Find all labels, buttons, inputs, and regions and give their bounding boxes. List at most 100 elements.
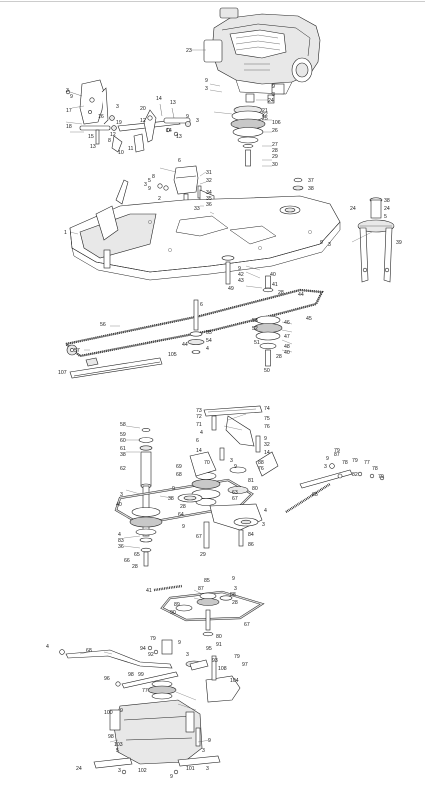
- callout-label: 77: [364, 460, 370, 466]
- callout-label: 85: [204, 578, 210, 584]
- callout-label: 6: [200, 302, 203, 308]
- callout-label: 5: [384, 214, 387, 220]
- idler-pulley-group: [114, 405, 385, 567]
- callout-label: 108: [218, 666, 227, 672]
- callout-label: 9: [208, 738, 211, 744]
- callout-label: 35: [206, 196, 212, 202]
- callout-label: 52: [252, 326, 258, 332]
- callout-label: 36: [206, 202, 212, 208]
- callout-label: 87: [334, 452, 340, 458]
- callout-label: 34: [206, 190, 212, 196]
- callout-label: 50: [264, 368, 270, 374]
- callout-label: 9: [232, 576, 235, 582]
- callout-label: 28: [180, 504, 186, 510]
- callout-label: 88: [258, 460, 264, 466]
- callout-label: 14: [156, 96, 162, 102]
- leader-lines: [65, 49, 373, 743]
- callout-label: 36: [118, 544, 124, 550]
- callout-label: 78: [342, 460, 348, 466]
- callout-label: 57: [74, 348, 80, 354]
- callout-label: 67: [244, 622, 250, 628]
- callout-label: 43: [238, 278, 244, 284]
- callout-label: 79: [150, 636, 156, 642]
- callout-label: 45: [306, 316, 312, 322]
- callout-label: 42: [238, 272, 244, 278]
- callout-label: 14: [166, 128, 172, 134]
- callout-label: 5: [148, 178, 151, 184]
- callout-label: 3: [116, 104, 119, 110]
- callout-label: 15: [88, 134, 94, 140]
- callout-label: 9: [234, 464, 237, 470]
- callout-label: 38: [168, 496, 174, 502]
- callout-label: 4: [206, 346, 209, 352]
- callout-label: 62: [120, 466, 126, 472]
- callout-label: 24: [384, 206, 390, 212]
- callout-label: 102: [138, 768, 147, 774]
- callout-label: 86: [248, 542, 254, 548]
- callout-label: 87: [198, 586, 204, 592]
- callout-label: 40: [284, 350, 290, 356]
- callout-label: 69: [176, 464, 182, 470]
- callout-label: 47: [284, 334, 290, 340]
- callout-label: 46: [284, 320, 290, 326]
- callout-label: 90: [170, 610, 176, 616]
- callout-label: 67: [196, 534, 202, 540]
- callout-label: 5: [116, 748, 119, 754]
- callout-label: 8: [108, 138, 111, 144]
- callout-label: 83: [118, 538, 124, 544]
- callout-label: 98: [108, 734, 114, 740]
- callout-label: 44: [298, 292, 304, 298]
- callout-label: 70: [204, 460, 210, 466]
- callout-label: 94: [140, 646, 146, 652]
- callout-label: 9: [120, 708, 123, 714]
- callout-label: 3: [118, 768, 121, 774]
- callout-label: 58: [120, 422, 126, 428]
- callout-label: 78: [372, 466, 378, 472]
- callout-label: 89: [174, 602, 180, 608]
- callout-label: 56: [100, 322, 106, 328]
- callout-label: 95: [206, 646, 212, 652]
- callout-label: 30: [272, 162, 278, 168]
- callout-label: 25: [262, 116, 268, 122]
- callout-label: 38: [120, 452, 126, 458]
- callout-label: 3: [262, 522, 265, 528]
- callout-label: 92: [148, 652, 154, 658]
- callout-label: 68: [86, 648, 92, 654]
- callout-label: 100: [104, 710, 113, 716]
- callout-label: 2: [158, 196, 161, 202]
- callout-label: 3: [186, 652, 189, 658]
- callout-label: 3: [120, 492, 123, 498]
- callout-label: 10: [118, 150, 124, 156]
- callout-label: 76: [264, 424, 270, 430]
- callout-label: 107: [58, 370, 67, 376]
- callout-label: 9: [272, 84, 275, 90]
- callout-label: 75: [264, 416, 270, 422]
- callout-label: 67: [232, 496, 238, 502]
- callout-label: 3: [206, 766, 209, 772]
- callout-label: 9: [326, 456, 329, 462]
- caster-fork-39: [357, 197, 395, 283]
- callout-label: 17: [66, 108, 72, 114]
- callout-label: 4: [200, 430, 203, 436]
- callout-label: 26: [272, 128, 278, 134]
- callout-label: 80: [252, 486, 258, 492]
- callout-label: 38: [308, 186, 314, 192]
- callout-label: 59: [120, 432, 126, 438]
- callout-label: 73: [196, 408, 202, 414]
- callout-label: 41: [146, 588, 152, 594]
- callout-label: 12: [110, 132, 116, 138]
- callout-label: 9: [70, 94, 73, 100]
- callout-label: 51: [254, 340, 260, 346]
- callout-label: 9: [178, 640, 181, 646]
- callout-label: 24: [76, 766, 82, 772]
- callout-label: 3: [144, 182, 147, 188]
- callout-label: 28: [276, 354, 282, 360]
- callout-label: 41: [272, 282, 278, 288]
- callout-label: 3: [196, 118, 199, 124]
- callout-label: 27: [272, 142, 278, 148]
- cap-37: [292, 177, 304, 191]
- callout-label: 104: [230, 678, 239, 684]
- callout-label: 3: [205, 86, 208, 92]
- callout-label: 28: [272, 148, 278, 154]
